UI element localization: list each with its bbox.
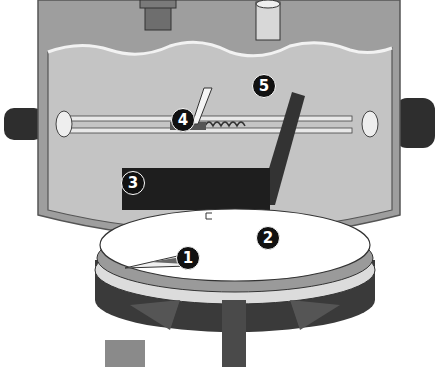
callout-number: 4 xyxy=(171,108,195,132)
top-tube-end xyxy=(256,0,280,8)
guide-rod xyxy=(62,116,352,121)
housing xyxy=(38,0,400,239)
stand-foot xyxy=(105,340,145,367)
block xyxy=(122,168,270,210)
cut-edge xyxy=(48,42,392,56)
stand xyxy=(222,300,246,367)
mark xyxy=(206,213,212,219)
spring xyxy=(205,122,245,126)
callout-number: 1 xyxy=(176,246,200,270)
callout-number: 3 xyxy=(121,171,145,195)
callout-number: 5 xyxy=(252,74,276,98)
callout-number: 2 xyxy=(256,226,280,250)
guide-rod xyxy=(62,128,352,133)
rod-mount xyxy=(362,111,378,137)
right-knob xyxy=(395,98,435,148)
stand-leg xyxy=(130,300,180,330)
stylus xyxy=(192,88,212,124)
rod-mount xyxy=(56,111,72,137)
turntable xyxy=(100,209,370,281)
cutaway-interior xyxy=(48,42,392,231)
stand-leg xyxy=(290,300,340,330)
top-knob-cap xyxy=(140,0,176,8)
